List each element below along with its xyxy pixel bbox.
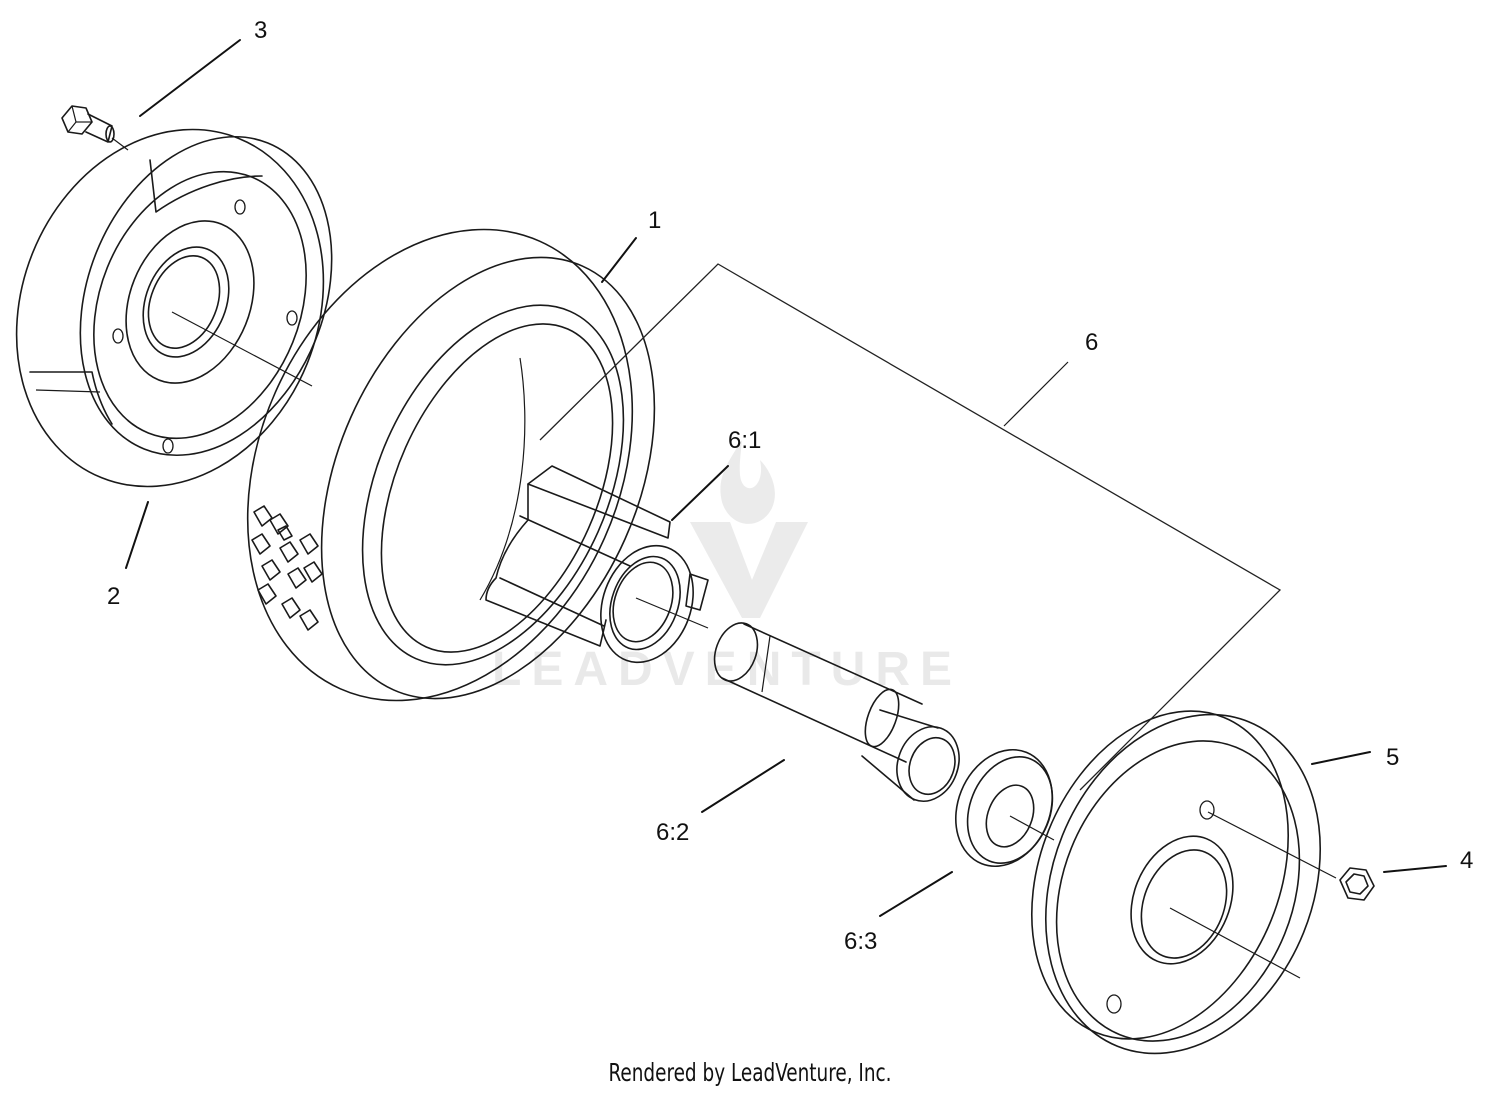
nut-part-4 (1339, 867, 1375, 901)
callout-6-2: 6:2 (656, 819, 689, 846)
leader-line-6 (1003, 361, 1069, 427)
tire-tread-pattern (251, 505, 323, 631)
hub-part-5 (1031, 710, 1337, 1055)
leader-line-1 (601, 237, 637, 283)
bolt-part-3 (61, 105, 129, 151)
tire-part-1 (246, 228, 656, 702)
callout-2: 2 (107, 583, 120, 610)
callout-3: 3 (254, 17, 267, 44)
assembly-bracket-6 (539, 263, 1282, 791)
callout-6-1: 6:1 (728, 427, 761, 454)
leader-line-6-2 (701, 759, 785, 813)
callout-6-3: 6:3 (844, 928, 877, 955)
watermark-text: LEADVENTURE (492, 643, 962, 696)
leader-line-3 (139, 39, 241, 117)
callout-4: 4 (1460, 847, 1473, 874)
footer-credit: Rendered by LeadVenture, Inc. (608, 1058, 892, 1087)
leader-line-2 (125, 501, 149, 569)
callout-6: 6 (1085, 329, 1098, 356)
leader-line-5 (1311, 751, 1371, 765)
callout-5: 5 (1386, 744, 1399, 771)
callout-1: 1 (648, 207, 661, 234)
leader-line-6-3 (879, 871, 953, 917)
axle-spacer-part-6-2 (713, 622, 960, 802)
hub-part-2 (15, 128, 333, 488)
watermark-logo (690, 440, 808, 618)
leader-line-4 (1383, 865, 1447, 873)
leader-line-6-1 (671, 465, 729, 521)
wheel-hub-part-6-1 (485, 465, 709, 664)
